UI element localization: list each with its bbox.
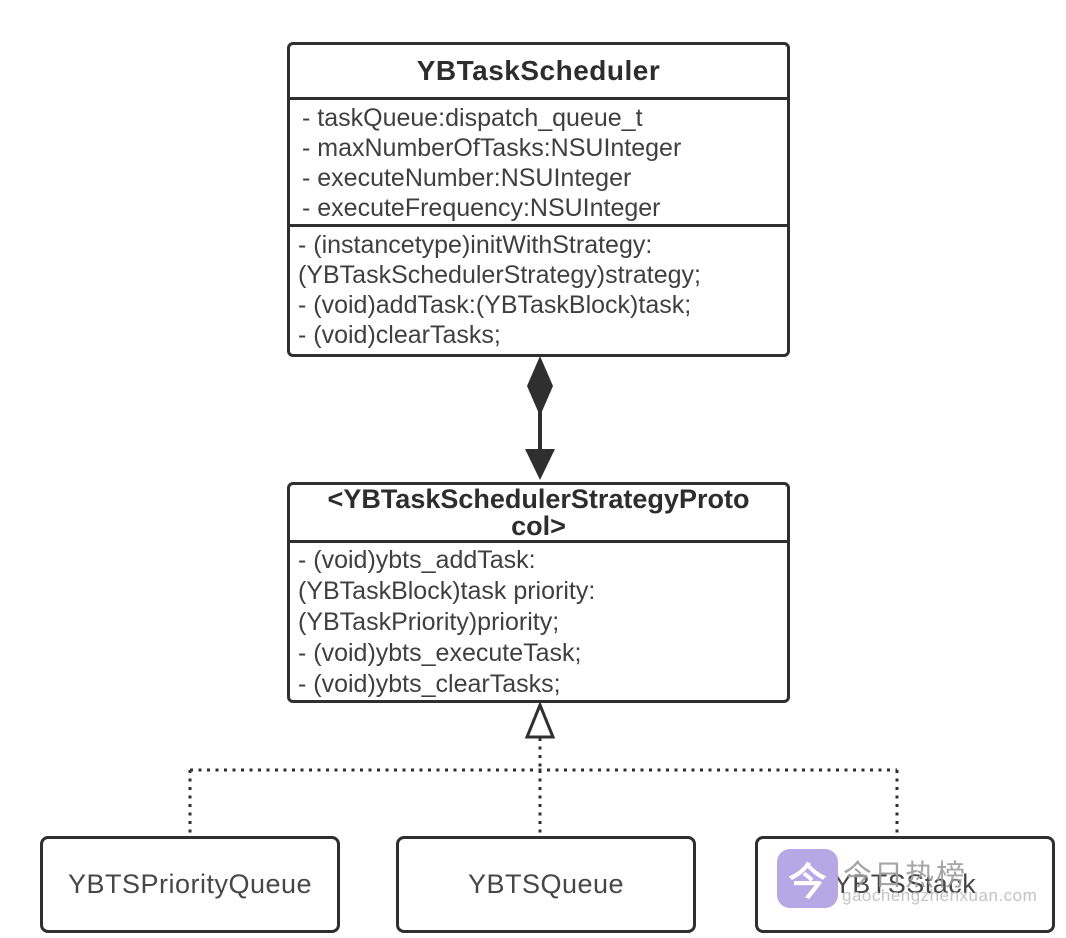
method-line: - (void)ybts_clearTasks; [298, 670, 561, 698]
method-line: - (void)ybts_addTask: [298, 546, 536, 574]
composition-diamond-icon [527, 356, 553, 416]
class-title: YBTSStack [833, 869, 977, 899]
attribute-line: - executeNumber:NSUInteger [302, 164, 632, 192]
method-line: (YBTaskPriority)priority; [298, 608, 560, 636]
method-line: (YBTaskSchedulerStrategy)strategy; [298, 261, 701, 289]
class-box-ybtaskscheduler: YBTaskScheduler - taskQueue:dispatch_que… [287, 42, 790, 357]
watermark-brand-text: 今日热榜 [843, 860, 968, 892]
attribute-line: - taskQueue:dispatch_queue_t [302, 104, 643, 132]
method-line: - (void)ybts_executeTask; [298, 639, 582, 667]
realization-triangle-icon [524, 701, 556, 739]
attribute-line: - maxNumberOfTasks:NSUInteger [302, 134, 682, 162]
watermark-logo-icon: 今 [777, 849, 838, 908]
realization-connector [188, 701, 899, 836]
methods-section: - (instancetype)initWithStrategy:(YBTask… [290, 227, 787, 351]
class-box-ybtspriorityqueue: YBTSPriorityQueue [40, 836, 340, 933]
class-box-ybtsstack: YBTSStack [755, 836, 1055, 933]
composition-connector [525, 356, 555, 480]
attributes-section: - taskQueue:dispatch_queue_t- maxNumberO… [290, 100, 787, 227]
protocol-title-line: <YBTaskSchedulerStrategyProto [327, 483, 750, 514]
composition-arrowhead-icon [525, 449, 555, 480]
class-title: YBTaskScheduler [290, 45, 787, 100]
method-line: (YBTaskBlock)task priority: [298, 577, 596, 605]
method-line: - (instancetype)initWithStrategy: [298, 231, 653, 259]
class-title: YBTSPriorityQueue [67, 869, 313, 899]
method-line: - (void)clearTasks; [298, 321, 501, 349]
attribute-line: - executeFrequency:NSUInteger [302, 194, 661, 222]
class-title: YBTSQueue [467, 869, 625, 899]
method-line: - (void)addTask:(YBTaskBlock)task; [298, 291, 692, 319]
protocol-title-line: col> [511, 510, 566, 541]
methods-section: - (void)ybts_addTask: (YBTaskBlock)task p… [290, 543, 787, 700]
watermark-url-text: gaochengzhenxuan.com [842, 886, 1038, 905]
class-box-ybtsqueue: YBTSQueue [396, 836, 696, 933]
